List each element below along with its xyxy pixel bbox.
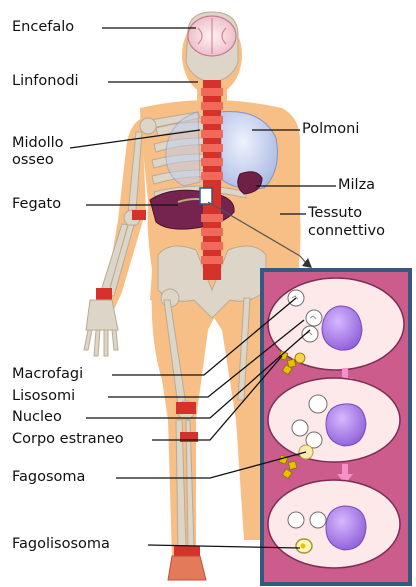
macrophage-cell-2 xyxy=(268,378,400,462)
label-linfonodi: Linfonodi xyxy=(12,73,79,90)
label-corpo-estraneo: Corpo estraneo xyxy=(12,431,124,448)
foot xyxy=(168,556,206,580)
phagocytosis-panel xyxy=(262,270,410,584)
zoom-region xyxy=(200,188,212,204)
label-tessuto-line2: connettivo xyxy=(308,223,385,240)
label-fagosoma: Fagosoma xyxy=(12,469,85,486)
label-fagolisosoma: Fagolisosoma xyxy=(12,536,110,553)
left-hand xyxy=(84,300,118,356)
macrophage-cell-3 xyxy=(268,480,400,568)
macrophage-cell-1 xyxy=(268,278,404,370)
label-midollo-line1: Midollo xyxy=(12,135,64,152)
brain xyxy=(188,16,236,56)
spine xyxy=(201,80,223,280)
label-fegato: Fegato xyxy=(12,196,61,213)
label-nucleo: Nucleo xyxy=(12,409,62,426)
label-lisosomi: Lisosomi xyxy=(12,388,75,405)
label-milza: Milza xyxy=(338,177,375,194)
label-polmoni: Polmoni xyxy=(302,121,359,138)
label-midollo-line2: osseo xyxy=(12,152,54,169)
label-macrofagi: Macrofagi xyxy=(12,366,83,383)
label-encefalo: Encefalo xyxy=(12,19,74,36)
label-tessuto-line1: Tessuto xyxy=(308,205,362,222)
